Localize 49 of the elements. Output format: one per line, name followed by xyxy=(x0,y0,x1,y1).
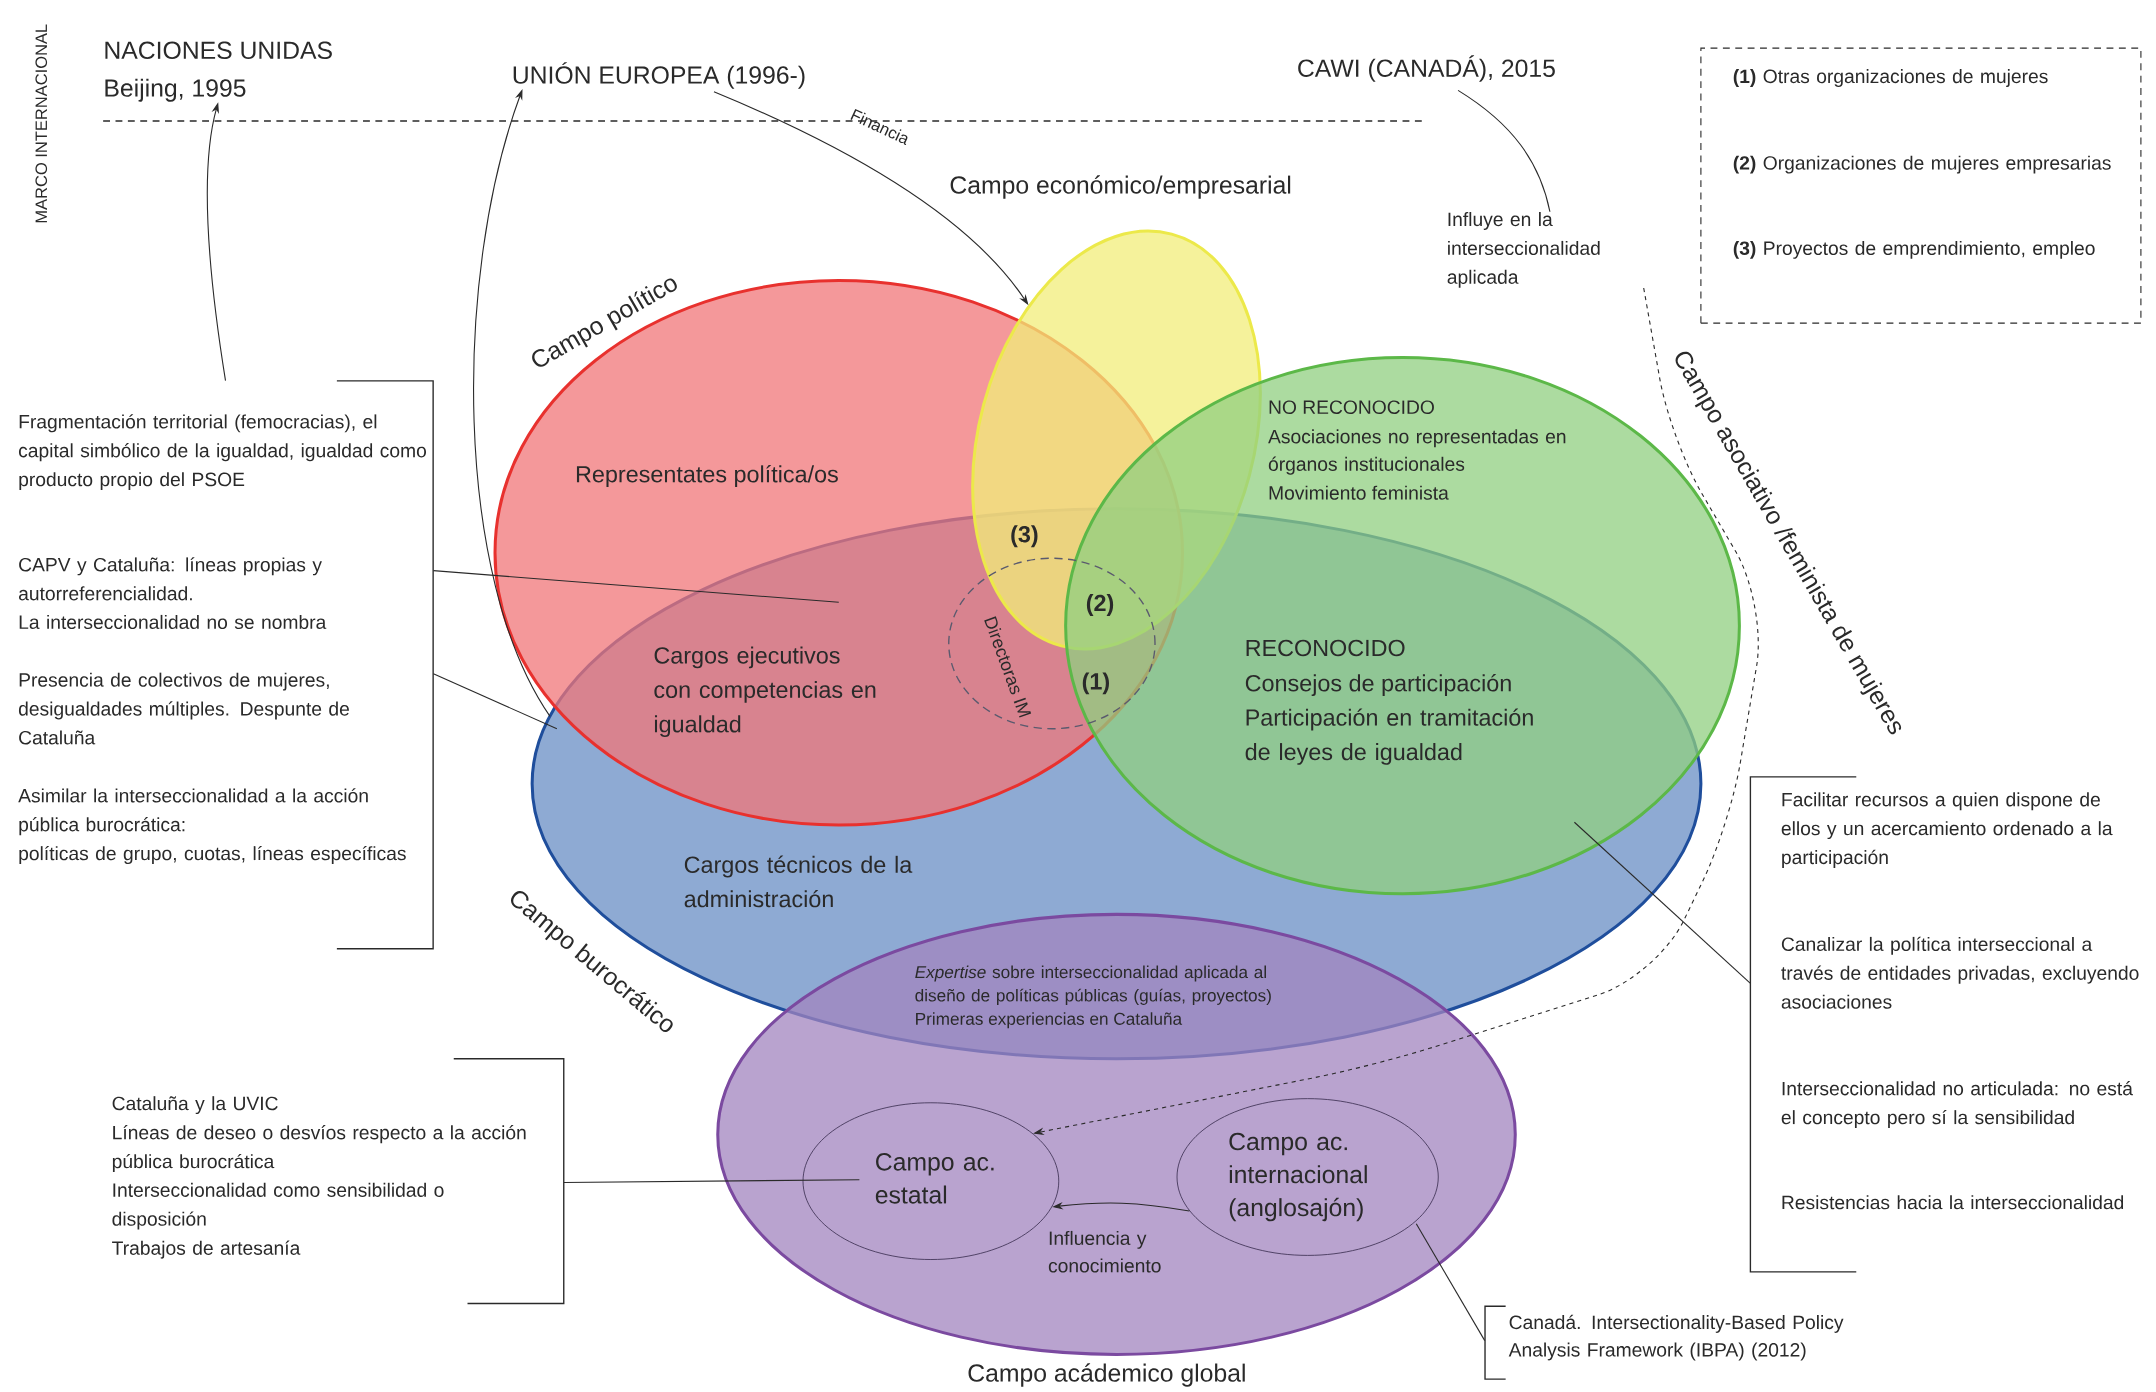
field-label: Campo económico/empresarial xyxy=(950,175,1291,199)
note-text: Interseccionalidad no articulada: no está el concepto pero sí la sensibilidad xyxy=(1781,1081,2133,1129)
region-text: Participación en tramitación de leyes de igualdad xyxy=(1245,708,1533,766)
note-text: Fragmentación territorial (femocracias), el capital simbólico de la igualdad, igualdad como producto propio del PSOE xyxy=(18,414,426,491)
organization-name: CAWI (CANADÁ), 2015 xyxy=(1298,55,1555,83)
region-number: (3) xyxy=(1011,525,1038,548)
edge-label: Influencia y conocimiento xyxy=(1048,1231,1161,1273)
place-date: Beijing, 1995 xyxy=(105,78,246,102)
region-text: Movimiento feminista xyxy=(1269,485,1449,501)
region-text: Consejos de participación xyxy=(1245,674,1511,697)
vertical-label: MARCO INTERNACIONAL xyxy=(35,24,48,223)
organization-name: UNIÓN EUROPEA (1996-) xyxy=(513,62,805,89)
region-text: Campo ac. estatal xyxy=(875,1153,994,1204)
region-text: Expertise sobre interseccionalidad aplicada al diseño de políticas públicas (guías, proyectos) xyxy=(915,965,1271,1006)
region-text: Cargos ejecutivos con competencias en igualdad xyxy=(654,646,876,738)
region-heading: NO RECONOCIDO xyxy=(1269,400,1434,415)
leader-line xyxy=(1415,1223,1486,1342)
note-text: Resistencias hacia la interseccionalidad xyxy=(1782,1195,2124,1210)
note-text: Asimilar la interseccionalidad a la acción pública burocrática: xyxy=(18,788,368,836)
region-text: Primeras experiencias en Cataluña xyxy=(916,1012,1183,1029)
region-text: Campo ac. internacional (anglosajón) xyxy=(1229,1133,1367,1222)
key-entry: (2) Organizaciones de mujeres empresarias xyxy=(1733,155,2111,174)
field-label: Campo acádemico global xyxy=(968,1363,1245,1387)
region-heading: RECONOCIDO xyxy=(1246,639,1405,657)
note-text: Trabajos de artesanía xyxy=(112,1240,301,1259)
region-number: (1) xyxy=(1082,672,1109,695)
key-entry: (1) Otras organizaciones de mujeres xyxy=(1733,69,2048,88)
region-text: Asociaciones no representadas en órganos institucionales xyxy=(1268,429,1566,475)
note-text: Canadá. Intersectionality-Based Policy Analysis Framework (IBPA) (2012) xyxy=(1508,1315,1844,1361)
connector-line xyxy=(1457,90,1551,213)
note-text: Líneas de deseo o desvíos respecto a la acción pública burocrática xyxy=(112,1125,526,1173)
region-text: Representates política/os xyxy=(576,465,838,488)
note-text: La interseccionalidad no se nombra xyxy=(19,615,327,630)
note-text: Cataluña y la UVIC xyxy=(112,1096,278,1115)
note-text: políticas de grupo, cuotas, líneas específicas xyxy=(19,846,406,865)
organization-name: NACIONES UNIDAS xyxy=(105,41,332,60)
leader-line xyxy=(563,1179,860,1184)
note-text: Canalizar la política interseccional a través de entidades privadas, excluyendo asociaciones xyxy=(1781,936,2139,1010)
key-entry: (3) Proyectos de emprendimiento, empleo xyxy=(1733,241,2095,260)
leader-line xyxy=(1573,821,1751,984)
region-text: Cargos técnicos de la administración xyxy=(684,855,913,908)
note-text: Presencia de colectivos de mujeres, desigualdades múltiples. Despunte de Cataluña xyxy=(18,672,349,745)
note-text: CAPV y Cataluña: líneas propias y autorreferencialidad. xyxy=(18,557,322,601)
note-text: Interseccionalidad como sensibilidad o disposición xyxy=(112,1183,444,1230)
note-text: Influye en la interseccionalidad aplicada xyxy=(1447,212,1600,288)
leader-line xyxy=(432,570,840,604)
leader-line xyxy=(432,673,558,730)
note-text: Facilitar recursos a quien dispone de ellos y un acercamiento ordenado a la participación xyxy=(1781,792,2113,869)
region-number: (2) xyxy=(1086,594,1114,617)
